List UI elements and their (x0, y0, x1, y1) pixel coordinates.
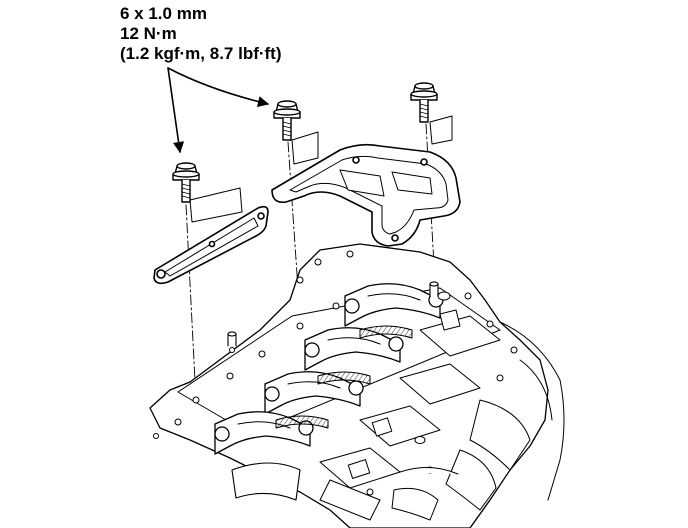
arrow-leader-icon (167, 67, 185, 154)
engine-block (149, 243, 549, 528)
arrow-leader-icon (167, 67, 270, 108)
flange-bolt-icon (273, 100, 301, 141)
bearing-cap (344, 283, 444, 327)
bolt-shadow-boxes (189, 115, 453, 223)
leader-arrows (167, 67, 270, 154)
rail-bolt-holes (153, 250, 518, 496)
dowel-pins (227, 281, 439, 347)
bolts (172, 82, 438, 203)
right-baffle-plate (271, 143, 461, 247)
flange-bolt-icon (172, 162, 200, 203)
torque-spec-callout: 6 x 1.0 mm 12 N·m (1.2 kgf·m, 8.7 lbf·ft… (120, 4, 282, 64)
crank-counterweight (231, 462, 301, 501)
bearing-cap (304, 327, 404, 371)
journal-recesses (275, 325, 413, 429)
block-ports (347, 291, 461, 479)
torque-alt-label: (1.2 kgf·m, 8.7 lbf·ft) (120, 44, 282, 63)
torque-nm-label: 12 N·m (120, 24, 177, 43)
flange-bolt-icon (410, 82, 438, 123)
block-contours (469, 321, 565, 528)
bearing-cap (264, 371, 364, 415)
left-baffle-plate (153, 205, 269, 285)
bolt-size-label: 6 x 1.0 mm (120, 4, 207, 23)
